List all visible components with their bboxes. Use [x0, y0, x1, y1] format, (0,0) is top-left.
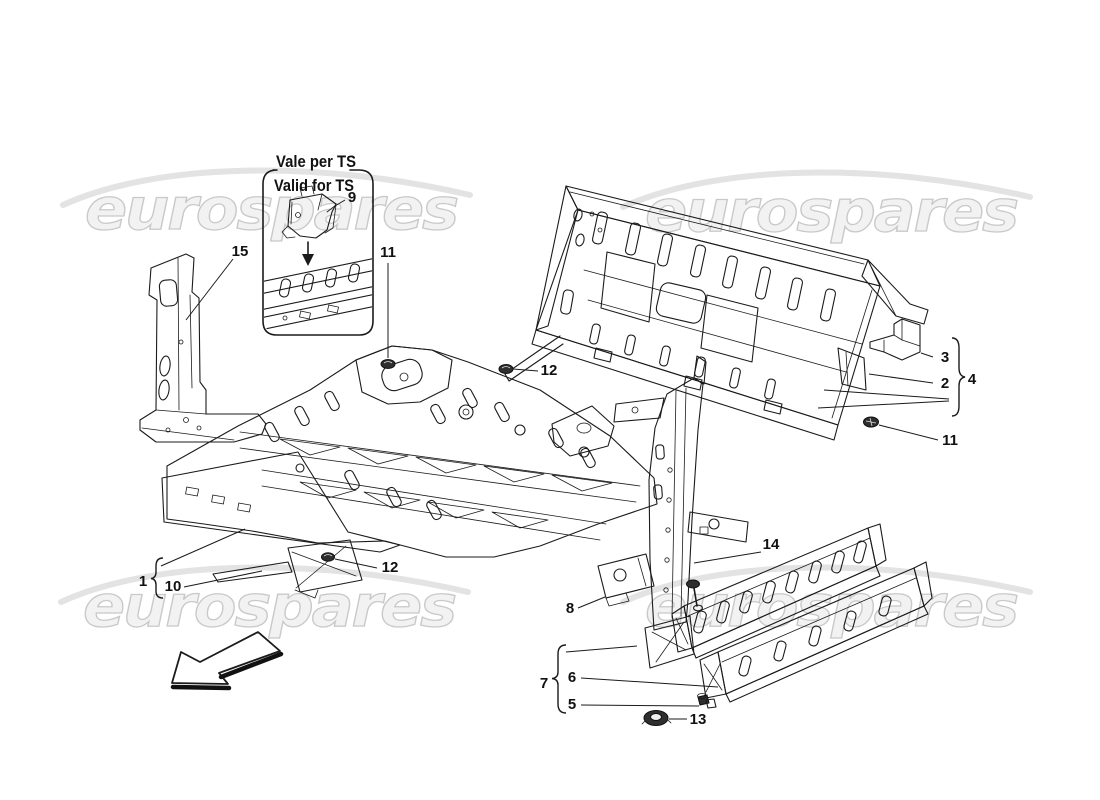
grommet-12-center: [498, 364, 514, 374]
callout-14: 14: [763, 536, 780, 553]
callout-12: 12: [541, 362, 558, 379]
watermark-text-3: eurospares: [645, 572, 1017, 640]
inset-note-line1: Vale per TS: [276, 152, 356, 171]
inset-detail-box: [262, 169, 374, 336]
inner-sill-part-14: [671, 523, 887, 659]
watermark-text-2: eurospares: [83, 572, 455, 640]
fasteners: [321, 359, 879, 726]
brace-group-4: [951, 337, 966, 417]
callout-12: 12: [382, 559, 399, 576]
corner-bracket-part-3: [869, 318, 921, 361]
watermark-swoosh: [58, 564, 471, 605]
watermark-text-1: eurospares: [645, 177, 1017, 245]
brace-group-7: [551, 644, 567, 714]
mount-bracket-part-8: [597, 553, 655, 607]
callout-11: 11: [380, 244, 396, 261]
inset-floor-section: [264, 257, 372, 331]
grommet-11-left: [380, 359, 396, 369]
callout-8: 8: [566, 600, 574, 617]
inset-note-line2: Valid for TS: [274, 176, 354, 195]
grommet-12-bottom: [321, 552, 335, 562]
leader-lines: [150, 199, 966, 720]
watermarks: eurospares eurospares eurospares eurospares: [58, 167, 1033, 641]
callout-13: 13: [690, 711, 707, 728]
grommet-11-right: [863, 416, 879, 428]
callout-5: 5: [568, 696, 576, 713]
callout-2: 2: [941, 375, 949, 392]
callout-6: 6: [568, 669, 576, 686]
clip-5: [697, 693, 717, 709]
callout-9: 9: [348, 189, 356, 206]
insertion-arrow-icon: [302, 241, 314, 266]
bracket-part-9: [281, 185, 337, 239]
grommet-13: [641, 710, 672, 726]
brace-group-1: [150, 557, 164, 599]
center-pillar-part: [597, 355, 749, 669]
callout-3: 3: [941, 349, 949, 366]
callout-15: 15: [232, 243, 249, 260]
watermark-text-0: eurospares: [85, 175, 457, 243]
callout-11: 11: [942, 432, 958, 449]
left-pillar-part: [139, 253, 267, 443]
direction-arrow-icon: [170, 631, 284, 691]
watermark-swoosh: [620, 564, 1033, 605]
rear-panel-strip-part-2: [837, 347, 867, 391]
callout-4: 4: [968, 371, 977, 388]
callouts: 15 9 11 12 3 2 4 11 14 8 1 10 12 7 6 5 13: [139, 189, 977, 728]
callout-1: 1: [139, 573, 147, 590]
push-pin-fastener: [686, 579, 704, 612]
callout-10: 10: [165, 578, 182, 595]
support-bracket-part-10: [212, 539, 363, 599]
callout-7: 7: [540, 675, 548, 692]
watermark-swoosh: [620, 169, 1033, 210]
watermark-swoosh: [60, 167, 473, 208]
floor-pan: [161, 345, 658, 558]
